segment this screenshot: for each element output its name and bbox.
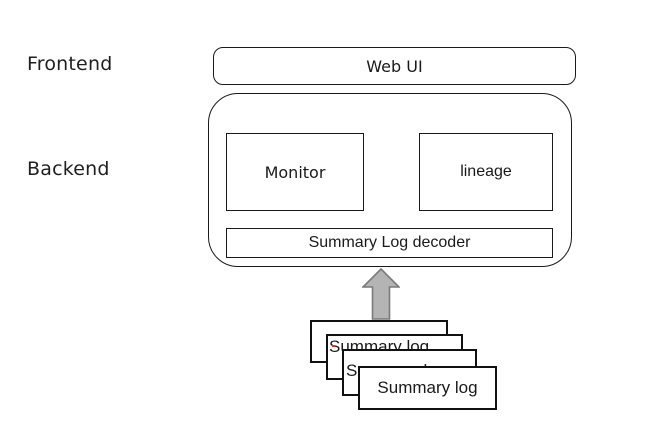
frontend-label: Frontend	[27, 53, 113, 75]
lineage-label: lineage	[460, 163, 512, 180]
lineage-box: lineage	[419, 133, 553, 211]
up-arrow-shape	[362, 268, 400, 320]
red-artifact-dot	[332, 345, 335, 347]
up-arrow-icon	[362, 268, 400, 320]
web-ui-label: Web UI	[366, 56, 423, 76]
summary-log-card-front: Summary log	[358, 366, 497, 410]
monitor-box: Monitor	[226, 133, 364, 211]
summary-log-label: Summary log	[377, 378, 478, 397]
summary-log-decoder-bar: Summary Log decoder	[226, 228, 553, 258]
monitor-label: Monitor	[264, 162, 326, 182]
summary-log-decoder-label: Summary Log decoder	[308, 234, 471, 251]
backend-label: Backend	[27, 158, 110, 180]
web-ui-box: Web UI	[213, 47, 576, 85]
